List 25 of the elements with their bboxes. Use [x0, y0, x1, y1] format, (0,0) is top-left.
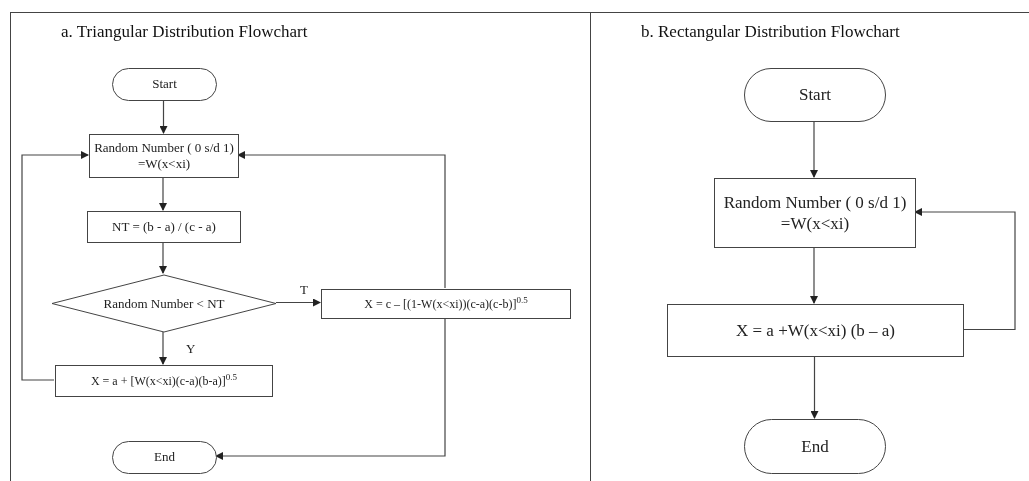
arrow	[275, 298, 321, 307]
decision-diamond: Random Number < NT	[51, 274, 277, 333]
panel	[10, 12, 590, 481]
process-box: X = a + [W(x<xi)(c-a)(b-a)]$^{0.5}$	[55, 365, 273, 397]
arrow	[810, 246, 818, 304]
process-box: X = a +W(x<xi) (b – a)	[667, 304, 964, 357]
arrow	[21, 151, 89, 381]
arrow	[914, 208, 1016, 331]
arrow	[215, 317, 446, 460]
panel-heading: a. Triangular Distribution Flowchart	[61, 21, 308, 43]
arrow	[810, 120, 818, 178]
arrow	[159, 176, 167, 211]
panel-heading: b. Rectangular Distribution Flowchart	[641, 21, 900, 43]
arrow	[159, 331, 167, 365]
edge-label: T	[298, 283, 310, 296]
process-box: X = c – [(1-W(x<xi))(c-a)(c-b)]$^{0.5}$	[321, 289, 571, 319]
panel	[590, 12, 1029, 481]
process-box: NT = (b - a) / (c - a)	[87, 211, 241, 243]
arrow	[810, 355, 819, 419]
process-box: Random Number ( 0 s/d 1) =W(x<xi)	[89, 134, 239, 178]
arrow	[237, 151, 446, 289]
arrow	[159, 99, 168, 134]
edge-label: Y	[184, 342, 198, 355]
arrow	[159, 241, 167, 274]
process-box: Random Number ( 0 s/d 1) =W(x<xi)	[714, 178, 916, 248]
